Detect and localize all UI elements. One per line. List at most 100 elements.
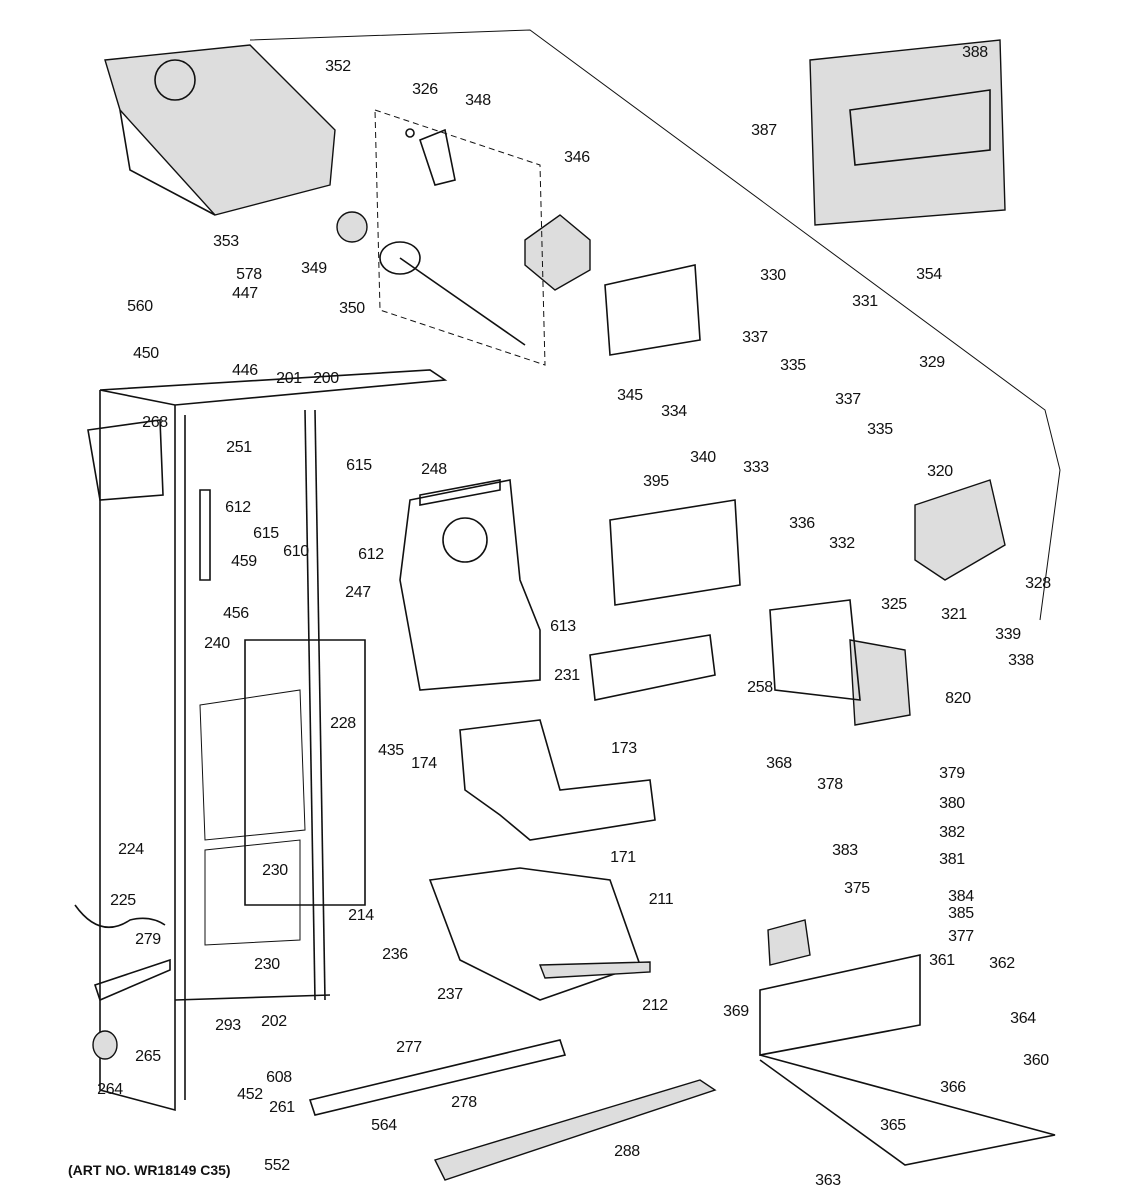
part-label-364: 364 [1010,1010,1036,1027]
part-label-236: 236 [382,946,408,963]
part-label-231: 231 [554,667,580,684]
part-label-363: 363 [815,1172,841,1189]
part-label-378: 378 [817,776,843,793]
auger-spring [379,241,421,275]
part-label-230: 230 [254,956,280,973]
part-label-237: 237 [437,986,463,1003]
part-label-353: 353 [213,233,239,250]
part-label-328: 328 [1025,575,1051,592]
auger-motor [524,214,591,291]
part-label-174: 174 [411,755,437,772]
part-label-379: 379 [939,765,965,782]
part-label-446: 446 [232,362,258,379]
part-label-360: 360 [1023,1052,1049,1069]
bracket-348 [419,128,456,186]
part-label-361: 361 [929,952,955,969]
grille-288 [434,1079,717,1181]
part-label-211: 211 [648,891,674,908]
part-label-388: 388 [962,44,988,61]
part-label-447: 447 [232,285,258,302]
part-label-329: 329 [919,354,945,371]
part-label-362: 362 [989,955,1015,972]
part-label-613: 613 [550,618,576,635]
part-268-frame [87,419,164,501]
auger-shaft [399,257,526,346]
part-label-335: 335 [867,421,893,438]
part-label-387: 387 [751,122,777,139]
part-label-435: 435 [378,742,404,759]
part-label-345: 345 [617,387,643,404]
assembly-outline [374,109,546,366]
motor-plate [604,264,701,356]
part-label-383: 383 [832,842,858,859]
part-label-564: 564 [371,1117,397,1134]
part-label-247: 247 [345,584,371,601]
part-label-354: 354 [916,266,942,283]
part-label-228: 228 [330,715,356,732]
icemaker-group-outline [249,29,1061,621]
wire-basket [459,719,656,841]
part-label-615: 615 [346,457,372,474]
part-label-380: 380 [939,795,965,812]
dispenser-tray-360 [759,1054,1056,1166]
part-label-201: 201 [276,370,302,387]
icemaker-head [914,479,1006,581]
dispenser-frame [809,39,1006,226]
part-label-384: 384 [948,888,974,905]
part-264 [92,1030,118,1060]
part-label-377: 377 [948,928,974,945]
dispenser-housing [759,954,921,1056]
part-label-339: 339 [995,626,1021,643]
panel-395 [609,499,741,606]
part-label-200: 200 [313,370,339,387]
part-label-560: 560 [127,298,153,315]
part-212 [538,961,651,979]
part-label-330: 330 [760,267,786,284]
part-label-615: 615 [253,525,279,542]
part-label-212: 212 [642,997,668,1014]
part-label-450: 450 [133,345,159,362]
tube-225 [74,904,166,929]
part-label-279: 279 [135,931,161,948]
part-label-608: 608 [266,1069,292,1086]
dispenser-door [849,89,991,166]
part-label-224: 224 [118,841,144,858]
part-label-278: 278 [451,1094,477,1111]
part-label-334: 334 [661,403,687,420]
part-label-331: 331 [852,293,878,310]
ice-bucket [104,44,336,216]
part-label-368: 368 [766,755,792,772]
part-label-251: 251 [226,439,252,456]
nut-326 [405,128,415,138]
evaporator-cover [244,639,366,906]
part-label-385: 385 [948,905,974,922]
part-label-332: 332 [829,535,855,552]
part-label-268: 268 [142,414,168,431]
part-label-325: 325 [881,596,907,613]
part-label-375: 375 [844,880,870,897]
rail-277 [308,1039,567,1116]
part-label-202: 202 [261,1013,287,1030]
part-label-337: 337 [835,391,861,408]
part-label-456: 456 [223,605,249,622]
art-number-caption: (ART NO. WR18149 C35) [68,1162,231,1178]
part-label-265: 265 [135,1048,161,1065]
fan-opening [442,517,488,563]
part-label-240: 240 [204,635,230,652]
part-label-612: 612 [358,546,384,563]
part-369 [767,919,811,966]
part-label-366: 366 [940,1079,966,1096]
part-label-293: 293 [215,1017,241,1034]
part-label-610: 610 [283,543,309,560]
part-label-382: 382 [939,824,965,841]
part-label-335: 335 [780,357,806,374]
part-label-337: 337 [742,329,768,346]
part-label-578: 578 [236,266,262,283]
part-label-333: 333 [743,459,769,476]
part-label-820: 820 [945,690,971,707]
part-label-173: 173 [611,740,637,757]
part-label-352: 352 [325,58,351,75]
bin-211 [428,867,642,1001]
cabinet-frame [99,369,448,1112]
